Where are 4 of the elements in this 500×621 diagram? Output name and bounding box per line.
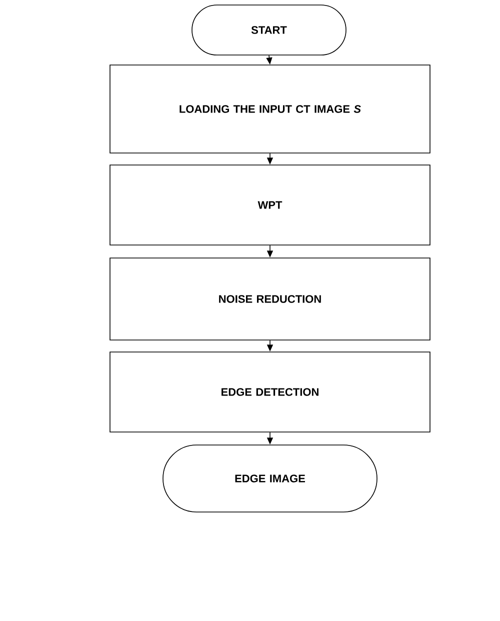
process-box: EDGE DETECTION — [110, 352, 430, 432]
process-box: NOISE REDUCTION — [110, 258, 430, 340]
process-box: LOADING THE INPUT CT IMAGE S — [110, 64, 430, 154]
process-box: WPT — [110, 164, 430, 246]
